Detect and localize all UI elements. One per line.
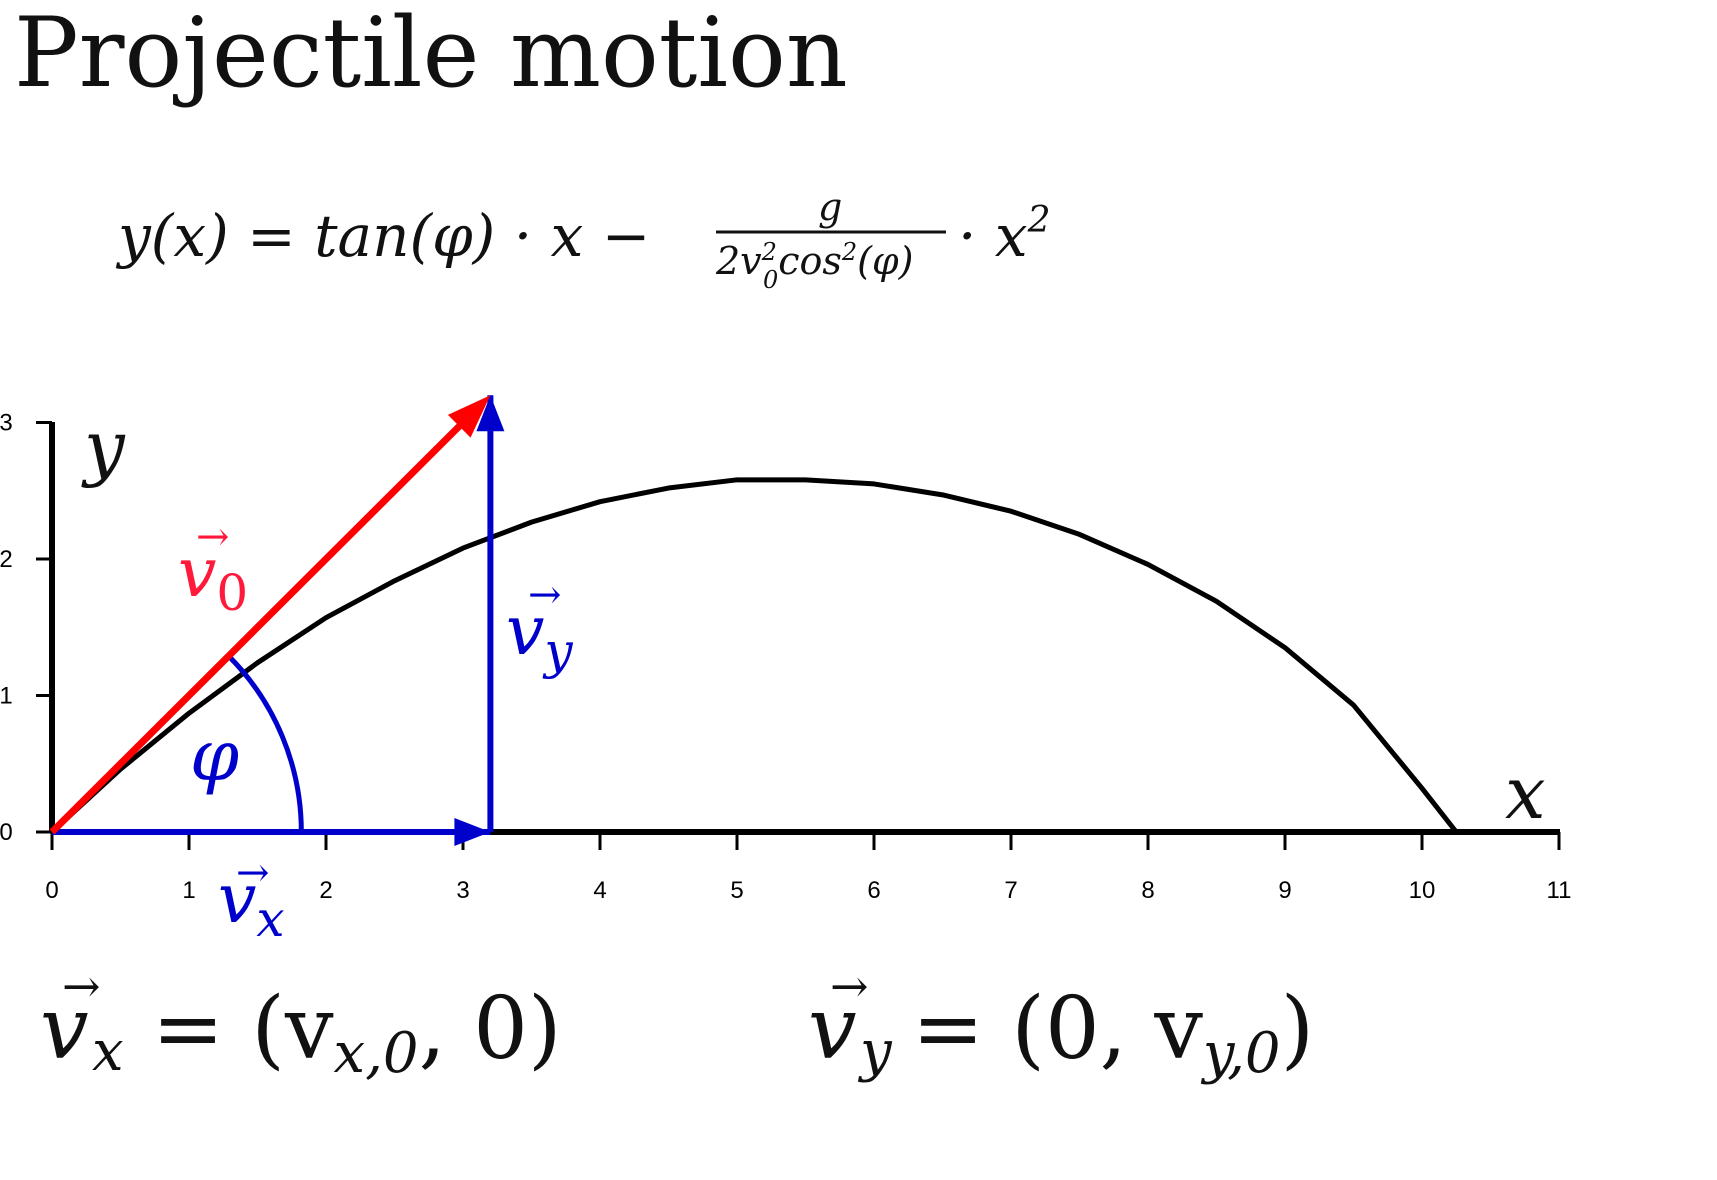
vy-equation: v → y = (0, vy,0) [808,959,1314,1086]
x-tick-label: 3 [456,877,469,904]
x-tick-label: 2 [319,877,332,904]
x-tick-label: 8 [1141,877,1154,904]
x-tick-label: 4 [593,877,606,904]
vy-arrowhead [476,395,505,432]
y-tick-label: 0 [0,819,13,846]
formula-lhs: y(x) = tan(φ) · x − [115,202,650,270]
svg-text:→: → [830,959,869,1013]
x-tick-label: 11 [1547,877,1572,904]
formula-fraction-numerator: g [818,185,842,229]
y-tick-label: 3 [0,410,13,437]
angle-label: φ [190,715,239,797]
x-tick-label: 7 [1004,877,1017,904]
x-axis-label: x [1505,751,1546,835]
svg-text:x: x [92,1019,124,1084]
vy-label: → vy [506,572,573,680]
svg-text:y: y [857,1019,893,1084]
formula-rhs: · x2 [958,200,1051,270]
svg-text:→: → [528,572,562,618]
v0-label: → v0 [178,514,248,622]
page-title: Projectile motion [14,0,848,109]
x-tick-label: 6 [867,877,880,904]
svg-text:v: v [40,979,89,1079]
trajectory-curve [50,477,1459,834]
x-tick-label: 9 [1278,877,1291,904]
svg-text:v: v [808,979,857,1079]
vx-arrowhead [454,818,491,846]
y-axis-label: y [81,405,126,489]
y-tick-label: 2 [0,546,13,573]
svg-text:→: → [196,514,230,560]
y-tick-label: 1 [0,683,13,710]
v0-vector [49,420,465,835]
angle-arc [226,653,304,833]
vx-equation: v → x = (vx,0, 0) [40,959,562,1086]
v0-arrowhead [447,395,491,438]
x-tick-label: 1 [182,877,195,904]
svg-text:→: → [62,959,101,1013]
svg-text:→: → [236,850,270,896]
svg-text:vy: vy [506,592,573,680]
vx-label: → vx [218,850,285,948]
x-tick-label: 5 [730,877,743,904]
svg-text:vx: vx [218,860,285,948]
svg-text:v0: v0 [178,534,248,622]
x-tick-label: 10 [1409,877,1436,904]
y-ticks: 0 1 2 3 [0,410,52,846]
svg-text:= (0, vy,0): = (0, vy,0) [912,979,1314,1086]
svg-text:= (vx,0, 0): = (vx,0, 0) [152,979,562,1086]
x-tick-label: 0 [45,877,58,904]
